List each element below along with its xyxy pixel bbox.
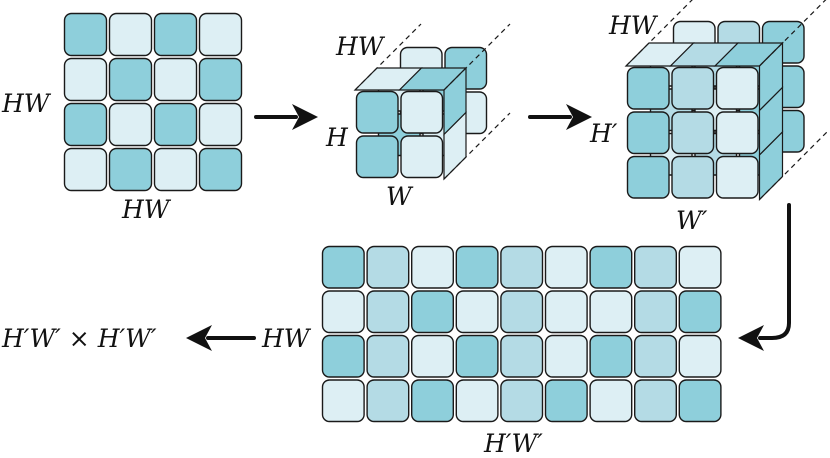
grid-left-label: HW [1,89,52,118]
bottom-cell-r1-c8 [678,290,722,334]
result-label: H′W′ × H′W′ [1,324,157,353]
cube1-front-cell-r0-c0 [355,90,399,134]
grid4-cell-r0-c2 [153,12,198,57]
cube1-depth-edge-br [443,112,511,180]
cube1-depth-edge-tl [354,23,422,91]
cube2-height-label: H′ [589,119,618,148]
bottom-cell-r3-c2 [411,379,455,423]
cube1-front-cell-r0-c1 [400,90,444,134]
grid4-cell-r1-c2 [153,57,198,102]
grid4-cell-r2-c0 [63,102,108,147]
cube-hw-h-w [353,23,511,181]
grid4-cell-r2-c2 [153,102,198,147]
bottom-cell-r2-c6 [589,334,633,378]
cube2-front-cell-r0-c1 [671,66,715,110]
grid4-cell-r3-c3 [198,147,243,192]
arrow-2 [528,104,592,130]
cube-hw-hprime-wprime [624,0,829,201]
cube2-front-cell-r1-c0 [626,111,670,155]
cube2-front-cell-r1-c1 [671,111,715,155]
bottom-cell-r2-c5 [544,334,588,378]
bottom-cell-r2-c7 [634,334,678,378]
bottom-cell-r1-c5 [544,290,588,334]
bottom-cell-r0-c7 [634,245,678,289]
arrow-1 [254,104,318,130]
bottom-cell-r3-c5 [544,379,588,423]
grid4-cell-r1-c3 [198,57,243,102]
grid4-cell-r1-c1 [108,57,153,102]
bottom-cell-r3-c1 [366,379,410,423]
bottom-cell-r0-c5 [544,245,588,289]
bottom-cell-r0-c1 [366,245,410,289]
cube2-depth-edge-tl [625,0,693,67]
bottom-cell-r0-c0 [321,245,365,289]
bottom-cell-r3-c6 [589,379,633,423]
bottom-cell-r3-c7 [634,379,678,423]
cube2-front-cell-r2-c2 [715,155,759,199]
bottom-cell-r2-c3 [455,334,499,378]
grid4-cell-r1-c0 [63,57,108,102]
cube2-front-cell-r0-c0 [626,66,670,110]
cube1-width-label: W [386,182,414,211]
bottom-cell-r3-c8 [678,379,722,423]
bottom-cell-r2-c8 [678,334,722,378]
bottom-cell-r3-c0 [321,379,365,423]
cube1-front-cell-r1-c1 [400,135,444,179]
hw-by-hw-grid [63,12,243,192]
arrow-4 [186,325,256,351]
cube2-depth-edge-tr [759,0,827,67]
bottom-cell-r0-c2 [411,245,455,289]
bottom-cell-r1-c6 [589,290,633,334]
bottom-cell-r1-c3 [455,290,499,334]
cube1-depth-label: HW [335,32,386,61]
bottom-cell-r0-c3 [455,245,499,289]
grid-bottom-label: HW [121,195,172,224]
cube2-front-cell-r0-c2 [715,66,759,110]
cube2-depth-label: HW [608,11,659,40]
bottom-cell-r3-c3 [455,379,499,423]
bottom-cell-r1-c4 [500,290,544,334]
grid4-cell-r3-c0 [63,147,108,192]
arrow-3-curved [738,203,791,351]
bottom-cell-r2-c4 [500,334,544,378]
cube2-width-label: W′ [676,206,708,235]
grid4-cell-r0-c1 [108,12,153,57]
hw-by-hprime-wprime-grid [321,245,722,423]
bottom-cell-r0-c8 [678,245,722,289]
grid4-cell-r3-c2 [153,147,198,192]
cube2-front-cell-r2-c1 [671,155,715,199]
cube2-front-cell-r1-c2 [715,111,759,155]
bottom-left-label: HW [261,324,312,353]
bottom-cell-r2-c2 [411,334,455,378]
bottom-cell-r0-c6 [589,245,633,289]
bottom-cell-r1-c7 [634,290,678,334]
grid4-cell-r3-c1 [108,147,153,192]
cube1-height-label: H [325,123,349,152]
bottom-cell-r2-c0 [321,334,365,378]
cube1-front-cell-r1-c0 [355,135,399,179]
grid4-cell-r0-c0 [63,12,108,57]
bottom-cell-r3-c4 [500,379,544,423]
cube2-side-face-2 [758,130,784,201]
grid4-cell-r2-c1 [108,102,153,147]
cube1-depth-edge-tr [443,23,511,91]
bottom-cell-r0-c4 [500,245,544,289]
cube2-depth-edge-br [759,130,829,200]
bottom-cell-r1-c0 [321,290,365,334]
grid4-cell-r2-c3 [198,102,243,147]
bottom-cell-r1-c2 [411,290,455,334]
cube2-front-cell-r2-c0 [626,155,670,199]
bottom-cell-r2-c1 [366,334,410,378]
bottom-under-label: H′W′ [483,429,543,458]
grid4-cell-r0-c3 [198,12,243,57]
bottom-cell-r1-c1 [366,290,410,334]
